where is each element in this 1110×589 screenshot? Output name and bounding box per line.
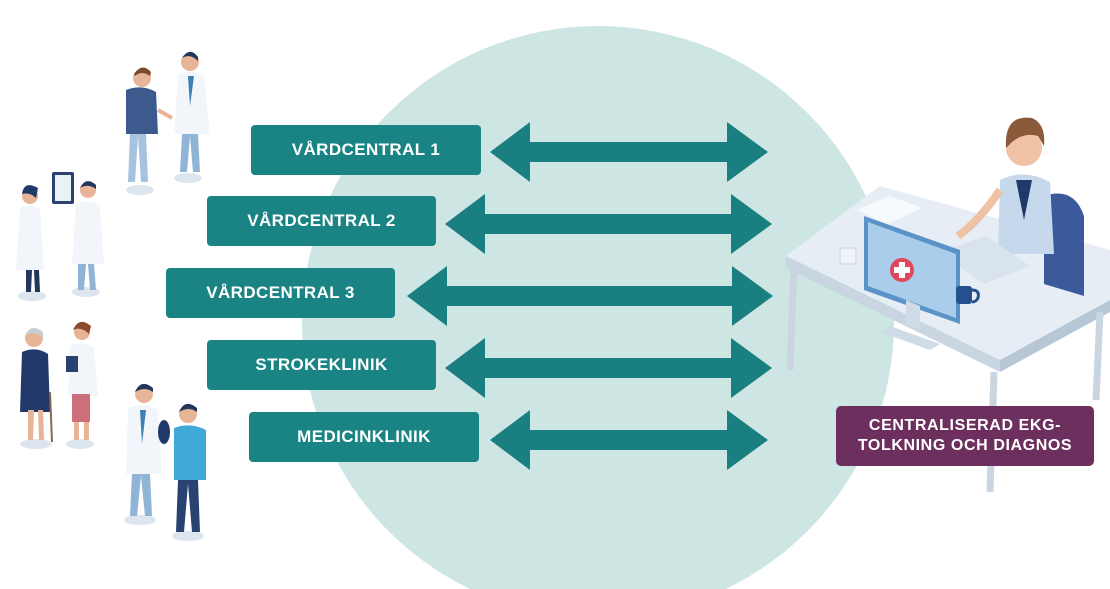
doctor-tablet-icon [16, 172, 104, 301]
node-label: VÅRDCENTRAL 2 [247, 211, 396, 230]
arrow-5 [490, 410, 768, 470]
node-label: VÅRDCENTRAL 1 [291, 140, 441, 159]
arrow-4 [445, 338, 772, 398]
doctor-patient-handshake-icon [126, 51, 210, 195]
arrow-3 [407, 266, 773, 326]
hub-label-line-2: TOLKNING OCH DIAGNOS [857, 437, 1073, 454]
arrow-2 [445, 194, 772, 254]
node-label: STROKEKLINIK [255, 355, 388, 374]
node-vardcentral-3: VÅRDCENTRAL 3 [166, 268, 395, 318]
node-strokeklinik: STROKEKLINIK [207, 340, 436, 390]
arrow-1 [490, 122, 768, 182]
node-vardcentral-2: VÅRDCENTRAL 2 [207, 196, 436, 246]
elderly-patient-nurse-icon [20, 321, 98, 449]
ecg-reader-workstation-icon [786, 117, 1110, 493]
node-label: VÅRDCENTRAL 3 [206, 283, 355, 302]
node-medicinklinik: MEDICINKLINIK [249, 412, 479, 462]
node-label: MEDICINKLINIK [297, 427, 431, 446]
arrows [407, 122, 773, 470]
node-vardcentral-1: VÅRDCENTRAL 1 [251, 125, 481, 175]
hub-label-line-1: CENTRALISERAD EKG- [868, 417, 1062, 434]
central-hub-label: CENTRALISERAD EKG- TOLKNING OCH DIAGNOS [836, 406, 1094, 466]
doctor-young-patient-icon [124, 383, 206, 541]
